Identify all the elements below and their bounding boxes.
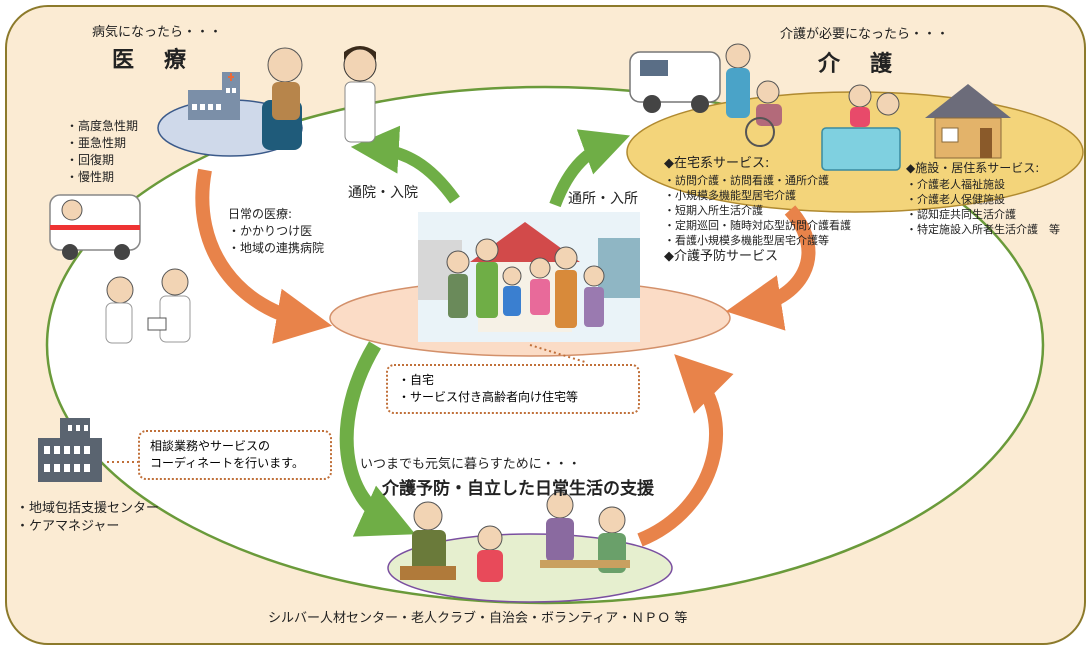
daily-medical-item: ・地域の連携病院 [228, 241, 325, 255]
bath-care-illustration [821, 84, 901, 171]
daily-medical-list: 日常の医療: ・かかりつけ医 ・地域の連携病院 [228, 206, 324, 257]
consult-org-list: ・地域包括支援センター ・ケアマネジャー [16, 500, 159, 536]
medical-phase-item: ・亜急性期 [66, 136, 127, 150]
medical-phase-item: ・回復期 [66, 153, 115, 167]
care-arrow-label: 通所・入所 [568, 191, 638, 207]
consult-callout-box: 相談業務やサービスの コーディネートを行います。 [138, 430, 332, 480]
care-heading-small: 介護が必要になったら・・・ [780, 27, 950, 42]
consult-org-item: ・ケアマネジャー [16, 519, 120, 534]
arrow-support-to-home [637, 354, 734, 547]
family-house-illustration [418, 212, 640, 342]
support-title: 介護予防・自立した日常生活の支援 [382, 479, 654, 499]
facility-item: ・介護老人福祉施設 [906, 178, 1005, 191]
consult-line: コーディネートを行います。 [150, 456, 304, 470]
home-care-item: ・訪問介護・訪問看護・通所介護 [664, 174, 829, 187]
hospital-arrow-label: 通院・入院 [348, 185, 418, 201]
support-organizations: シルバー人材センター・老人クラブ・自治会・ボランティア・ＮＰＯ 等 [268, 611, 688, 626]
arrow-home-to-hospital [350, 125, 460, 204]
consult-org-item: ・地域包括支援センター [16, 501, 160, 516]
doctor-patient-illustration [262, 46, 377, 150]
facility-item: ・特定施設入所者生活介護 等 [906, 223, 1060, 236]
facility-title: ◆施設・居住系サービス: [906, 161, 1040, 175]
home-care-title: ◆在宅系サービス: [664, 156, 770, 171]
home-care-services: ◆在宅系サービス: ・訪問介護・訪問看護・通所介護 ・小規模多機能型居宅介護 ・… [664, 155, 851, 266]
arrow-home-to-care [549, 129, 631, 208]
support-center-building-icon [38, 418, 102, 482]
home-callout-box: ・自宅 ・サービス付き高齢者向け住宅等 [386, 364, 640, 414]
arrow-home-to-support [339, 341, 416, 537]
hospital-building-icon [188, 72, 240, 120]
consult-line: 相談業務やサービスの [150, 439, 271, 453]
care-van-icon [629, 51, 721, 113]
medical-phase-item: ・慢性期 [66, 170, 115, 184]
medical-phase-list: ・高度急性期 ・亜急性期 ・回復期 ・慢性期 [66, 118, 138, 186]
medical-heading-small: 病気になったら・・・ [92, 25, 223, 40]
arrow-care-to-home [725, 205, 816, 331]
support-subtitle: いつまでも元気に暮らすために・・・ [360, 457, 581, 472]
home-item: ・自宅 [398, 373, 435, 387]
daily-medical-title: 日常の医療: [228, 207, 293, 221]
elderly-activity-illustration [400, 491, 630, 582]
home-care-item: ・短期入所生活介護 [664, 204, 763, 217]
home-care-item: ・看護小規模多機能型居宅介護等 [664, 234, 829, 247]
facility-services: ◆施設・居住系サービス: ・介護老人福祉施設 ・介護老人保健施設 ・認知症共同生… [906, 160, 1060, 237]
facility-item: ・介護老人保健施設 [906, 193, 1005, 206]
home-care-item: ・小規模多機能型居宅介護 [664, 189, 796, 202]
nurse-doctor-illustration [105, 268, 191, 344]
home-item: ・サービス付き高齢者向け住宅等 [398, 390, 579, 404]
facility-item: ・認知症共同生活介護 [906, 208, 1016, 221]
home-care-item: ・定期巡回・随時対応型訪問介護看護 [664, 219, 851, 232]
medical-heading: 医 療 [112, 48, 191, 73]
care-heading: 介 護 [818, 52, 897, 77]
arrow-hospital-to-home [195, 168, 333, 344]
medical-phase-item: ・高度急性期 [66, 119, 139, 133]
daily-medical-item: ・かかりつけ医 [228, 224, 313, 238]
wheelchair-caregiver-illustration [725, 43, 782, 147]
prevention-services: ◆介護予防サービス [664, 249, 778, 264]
ambulance-icon [49, 194, 141, 260]
care-facility-house-icon [925, 84, 1011, 159]
